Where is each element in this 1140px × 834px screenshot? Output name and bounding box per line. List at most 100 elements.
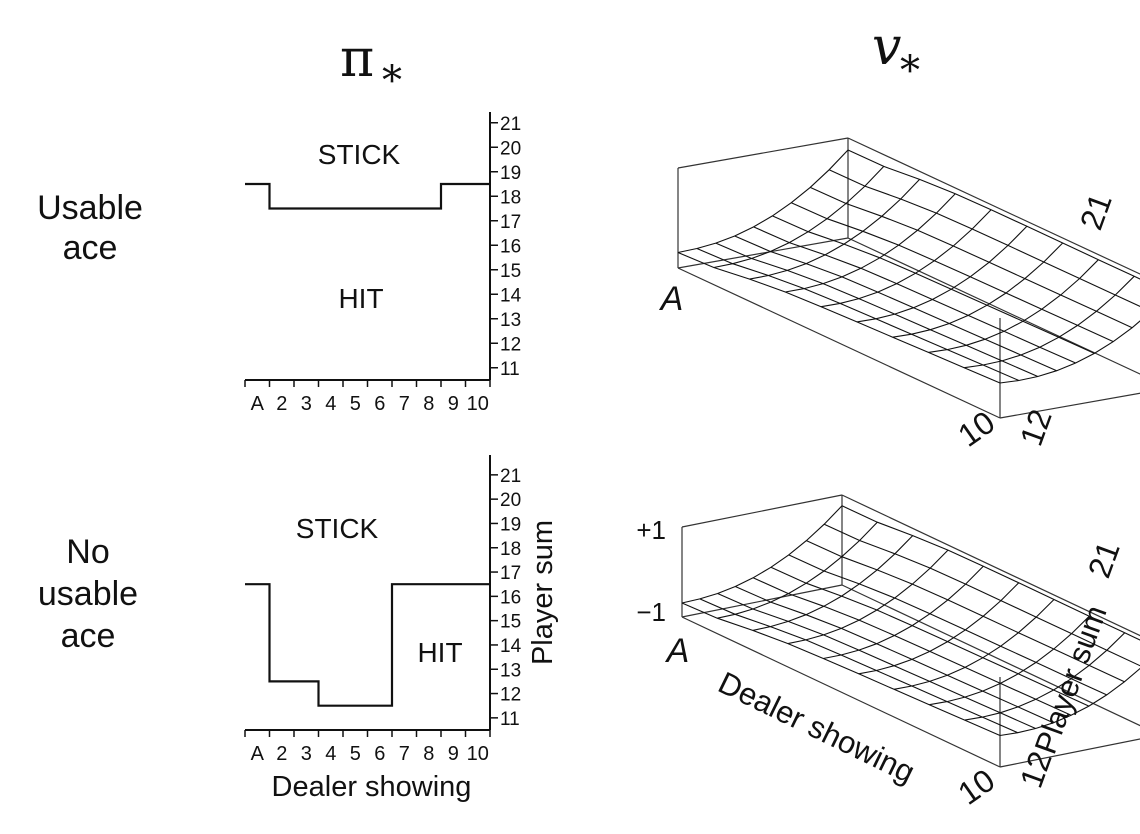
player-end-label: 21 [1073, 189, 1119, 235]
x-tick-label: 3 [301, 393, 312, 415]
y-tick-label: 14 [500, 285, 522, 306]
surface-grid-line [841, 505, 1140, 641]
surface-grid-line [696, 247, 1020, 382]
row-label-line: Usable [37, 189, 143, 227]
surface-grid-line [717, 592, 1036, 730]
z-tick-label: +1 [636, 515, 666, 545]
surface-box-edge [841, 494, 1140, 637]
policy-header-subscript: * [382, 58, 402, 104]
x-tick-label: 5 [350, 743, 361, 765]
surface-box-edge [999, 392, 1140, 419]
surface-grid-line [752, 535, 914, 631]
dealer-end-label: 10 [951, 762, 1001, 812]
row-label-usable-ace: Usable ace [37, 189, 143, 267]
surface-box-edge [681, 494, 843, 528]
surface-grid-line [753, 226, 1076, 364]
surface-grid-line [964, 632, 1126, 721]
row-label-line: ace [63, 229, 118, 267]
y-tick-label: 21 [500, 114, 521, 135]
surface-box-edge [681, 584, 843, 618]
hit-region-label: HIT [417, 637, 462, 668]
surface-grid-line [681, 505, 843, 604]
x-tick-label: 2 [276, 743, 287, 765]
surface-grid-line [677, 149, 849, 254]
x-tick-label: 5 [350, 393, 361, 415]
x-tick-label: A [251, 393, 265, 415]
row-label-line: ace [61, 617, 116, 655]
x-axis-label: Dealer showing [713, 665, 920, 790]
y-tick-label: 15 [500, 612, 521, 633]
row-label-no-usable-ace: No usable ace [38, 533, 138, 655]
player-end-label: 21 [1081, 537, 1127, 583]
surface-box-edge [841, 584, 1140, 727]
y-tick-label: 17 [500, 563, 521, 584]
dealer-start-label: A [659, 280, 684, 318]
y-axis-label: Player sum [1028, 601, 1114, 759]
x-tick-label: A [251, 743, 265, 765]
y-tick-label: 19 [500, 514, 521, 535]
surface-grid-line [717, 521, 878, 619]
row-label-line: No [66, 533, 109, 571]
surface-grid-line [856, 225, 1028, 323]
surface-grid-line [858, 582, 1020, 675]
y-tick-label: 19 [500, 163, 521, 184]
surface-grid-line [749, 179, 920, 280]
y-tick-label: 11 [500, 709, 520, 730]
surface-grid-line [788, 554, 1107, 696]
surface-box-edge [999, 738, 1140, 768]
decision-boundary [245, 583, 490, 707]
surface-grid-line [772, 215, 1095, 354]
surface-grid-line [999, 667, 1140, 737]
y-tick-label: 13 [500, 310, 521, 331]
surface-grid-line [735, 585, 1054, 724]
x-tick-label: 8 [423, 393, 434, 415]
x-tick-label: 7 [399, 393, 410, 415]
y-tick-label: 20 [500, 138, 521, 159]
surface-box-edge [847, 237, 1140, 375]
x-tick-label: 4 [325, 743, 336, 765]
x-axis-label: Dealer showing [272, 771, 472, 803]
y-tick-label: 14 [500, 636, 522, 657]
y-tick-label: 13 [500, 660, 521, 681]
policy-header-symbol: π [340, 29, 374, 89]
decision-boundary [245, 182, 490, 210]
x-tick-label: 9 [448, 393, 459, 415]
x-tick-label: 3 [301, 743, 312, 765]
dealer-start-label: A [665, 632, 690, 670]
surface-grid-line [677, 251, 1001, 384]
surface-grid-line [752, 577, 1072, 716]
y-tick-label: 20 [500, 490, 521, 511]
hit-region-label: HIT [338, 283, 383, 314]
y-tick-label: 11 [500, 359, 520, 380]
stick-region-label: STICK [318, 139, 401, 170]
y-axis-label: Player sum [527, 520, 559, 665]
x-tick-label: 9 [448, 743, 459, 765]
surface-grid-line [809, 186, 1133, 329]
surface-grid-line [928, 259, 1099, 353]
surface-box-edge [681, 616, 1001, 768]
x-tick-label: 4 [325, 393, 336, 415]
value-header-subscript: * [900, 48, 920, 94]
surface-grid-line [823, 565, 984, 660]
surface-grid-line [999, 320, 1140, 384]
surface-box-edge [677, 267, 1001, 419]
surface-grid-line [929, 615, 1090, 706]
row-label-line: usable [38, 575, 138, 613]
surface-grid-line [828, 169, 1140, 307]
surface-grid-line [791, 202, 1114, 343]
player-start-label: 12 [1013, 405, 1059, 451]
x-tick-label: 10 [467, 743, 489, 765]
stick-region-label: STICK [296, 513, 379, 544]
surface-box-edge [847, 137, 1140, 275]
y-tick-label: 16 [500, 587, 521, 608]
surface-grid-line [892, 242, 1064, 338]
surface-grid-line [787, 549, 949, 645]
surface-grid-line [806, 540, 1125, 683]
y-tick-label: 12 [500, 685, 521, 706]
surface-grid-line [681, 602, 1001, 737]
y-tick-label: 12 [500, 334, 521, 355]
